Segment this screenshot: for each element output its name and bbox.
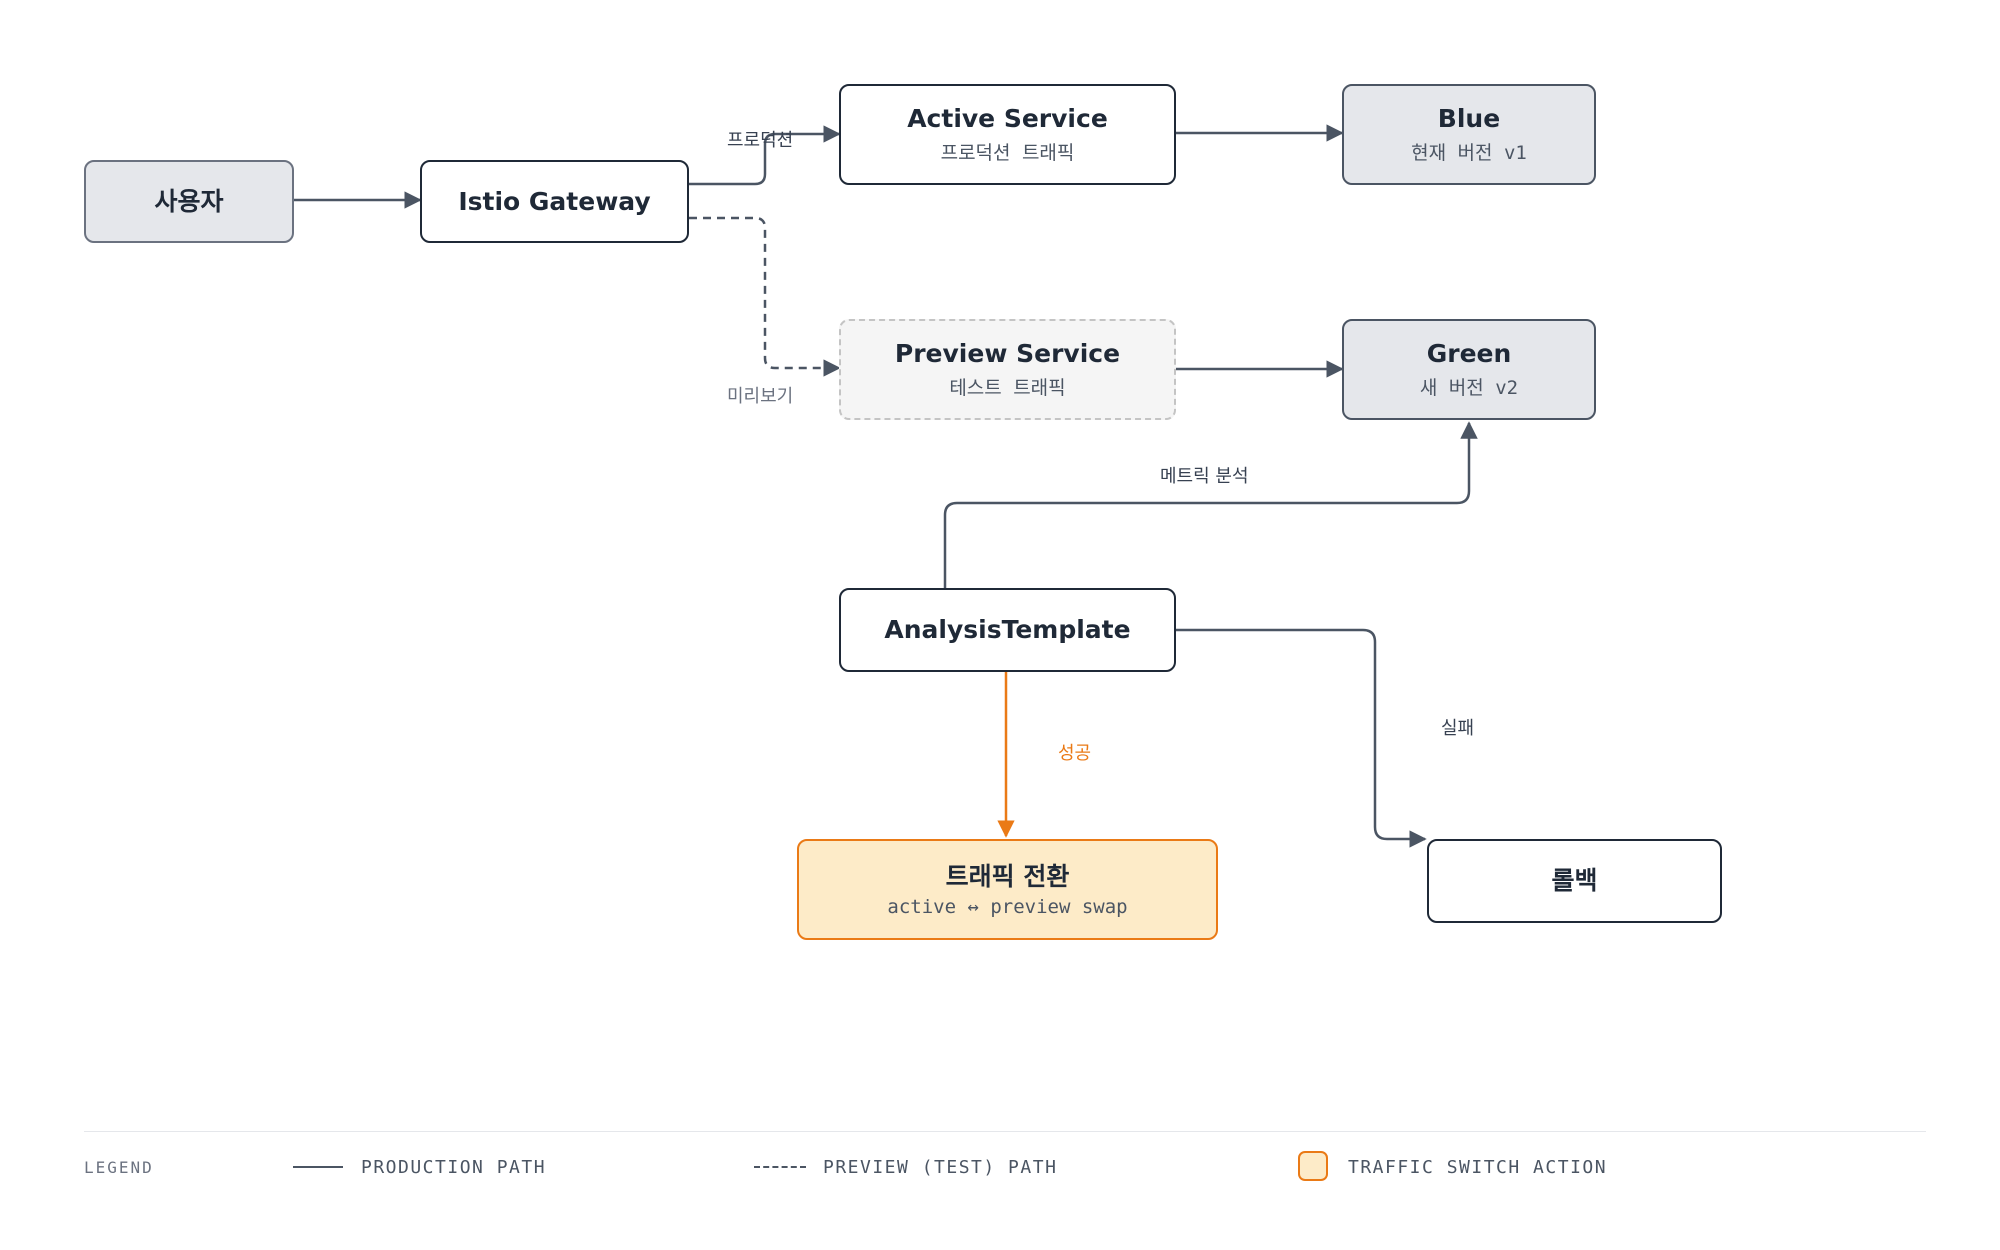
legend-traffic-switch-label: TRAFFIC SWITCH ACTION bbox=[1348, 1157, 1608, 1178]
traffic-switch-title: 트래픽 전환 bbox=[945, 861, 1070, 891]
traffic-switch-subtitle: active ↔ preview swap bbox=[887, 895, 1128, 918]
istio-gateway-title: Istio Gateway bbox=[458, 186, 651, 216]
legend-traffic-switch-swatch bbox=[1298, 1151, 1328, 1181]
edge-analysis-to-green bbox=[943, 421, 1478, 588]
user-node-title: 사용자 bbox=[154, 186, 224, 216]
legend-production-label: PRODUCTION PATH bbox=[361, 1157, 547, 1178]
analysis-template-title: AnalysisTemplate bbox=[884, 615, 1131, 644]
istio-gateway-node: Istio Gateway bbox=[420, 160, 689, 243]
edge-gateway-to-active bbox=[689, 125, 841, 186]
preview-service-title: Preview Service bbox=[894, 339, 1121, 368]
green-subtitle: 새 버전 v2 bbox=[1419, 377, 1519, 399]
legend-divider bbox=[84, 1131, 1926, 1132]
edge-label-failure: 실패 bbox=[1441, 718, 1475, 739]
blue-subtitle: 현재 버전 v1 bbox=[1411, 142, 1527, 164]
edge-label-success: 성공 bbox=[1058, 743, 1092, 764]
legend-dashed-line-swatch bbox=[754, 1166, 806, 1168]
active-service-title: Active Service bbox=[907, 104, 1108, 133]
green-title: Green bbox=[1426, 339, 1512, 368]
analysis-template-node: AnalysisTemplate bbox=[839, 588, 1176, 672]
edge-label-production: 프로덕션 bbox=[727, 130, 794, 151]
rollback-title: 롤백 bbox=[1551, 866, 1598, 895]
active-service-subtitle: 프로덕션 트래픽 bbox=[940, 142, 1075, 164]
active-service-node: Active Service 프로덕션 트래픽 bbox=[839, 84, 1176, 185]
legend-preview-label: PREVIEW (TEST) PATH bbox=[823, 1157, 1058, 1178]
edge-analysis-to-rollback bbox=[1176, 628, 1427, 848]
user-node: 사용자 bbox=[84, 160, 294, 243]
traffic-switch-node: 트래픽 전환 active ↔ preview swap bbox=[797, 839, 1218, 940]
legend-heading: LEGEND bbox=[84, 1158, 154, 1177]
edge-label-metrics: 메트릭 분석 bbox=[1160, 466, 1249, 487]
rollback-node: 롤백 bbox=[1427, 839, 1722, 923]
edge-gateway-to-preview bbox=[689, 216, 841, 377]
blue-node: Blue 현재 버전 v1 bbox=[1342, 84, 1596, 185]
legend-solid-line-swatch bbox=[293, 1166, 343, 1168]
blue-title: Blue bbox=[1437, 104, 1501, 133]
edge-label-preview: 미리보기 bbox=[727, 386, 794, 407]
green-node: Green 새 버전 v2 bbox=[1342, 319, 1596, 420]
preview-service-subtitle: 테스트 트래픽 bbox=[949, 377, 1066, 399]
preview-service-node: Preview Service 테스트 트래픽 bbox=[839, 319, 1176, 420]
